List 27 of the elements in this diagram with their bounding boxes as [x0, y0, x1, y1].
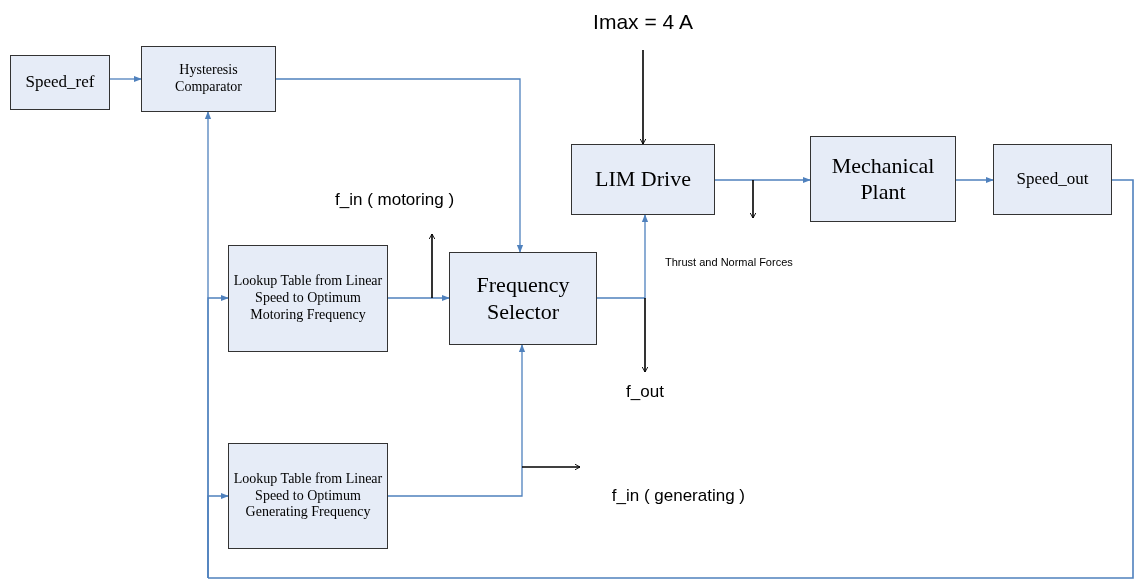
signal-label: f_out	[626, 382, 664, 402]
process-block: LIM Drive	[571, 144, 715, 215]
signal-label: f_in ( motoring )	[335, 190, 455, 210]
arrow	[955, 176, 994, 184]
arrow	[387, 294, 450, 302]
arrow	[109, 75, 142, 83]
feedback-line	[207, 179, 1134, 579]
signal-label: Imax = 4 A	[593, 10, 693, 34]
process-block: Lookup Table from Linear Speed to Optimum Generating Frequency	[228, 443, 388, 549]
signal-arrow	[639, 49, 647, 145]
process-block: Speed_out	[993, 144, 1112, 215]
arrow	[387, 344, 526, 497]
signal-arrow	[521, 463, 581, 471]
signal-arrow	[641, 297, 649, 373]
signal-arrow	[749, 179, 757, 219]
arrow	[596, 214, 649, 299]
arrow	[714, 176, 811, 184]
process-block: Speed_ref	[10, 55, 110, 110]
arrow	[207, 492, 229, 579]
signal-arrow	[428, 233, 436, 299]
signal-label: f_in ( generating )	[611, 486, 745, 506]
process-block: Lookup Table from Linear Speed to Optimum Motoring Frequency	[228, 245, 388, 352]
process-block: Frequency Selector	[449, 252, 597, 345]
signal-label: Thrust and Normal Forces	[665, 256, 793, 268]
arrow	[275, 78, 524, 253]
process-block: Hysteresis Comparator	[141, 46, 276, 112]
process-block: Mechanical Plant	[810, 136, 956, 222]
